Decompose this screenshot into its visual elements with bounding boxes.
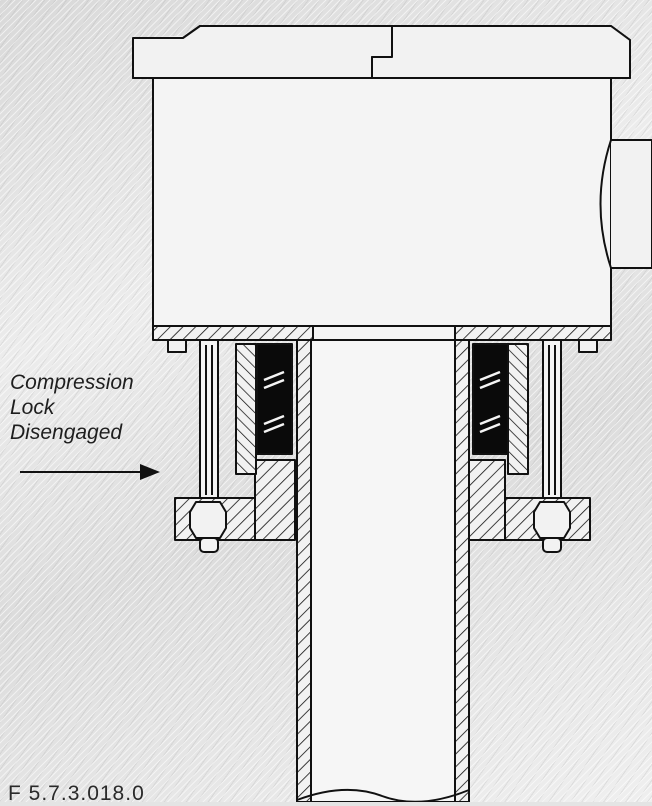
nut-left <box>189 501 227 539</box>
callout-line-3: Disengaged <box>10 421 123 444</box>
pipe-bore <box>310 339 456 802</box>
callout-line-2: Lock <box>10 396 55 419</box>
housing-body <box>152 77 612 327</box>
stud-right <box>542 339 562 501</box>
pipe-wall-right <box>454 339 470 802</box>
stud-left <box>199 339 219 501</box>
pipe-wall-left <box>296 339 312 802</box>
callout-line-1: Compression <box>10 371 134 394</box>
bolt-head-right <box>578 339 598 353</box>
flange-left <box>152 325 314 341</box>
nut-right <box>533 501 571 539</box>
side-port <box>611 139 652 269</box>
pipe-break-line <box>296 788 470 802</box>
callout-label: Compression Lock Disengaged <box>10 370 134 445</box>
figure-code: F 5.7.3.018.0 <box>8 782 145 805</box>
seal-stack-left <box>256 343 293 455</box>
gland-right <box>507 343 529 475</box>
flange-right <box>454 325 612 341</box>
seal-stack-right <box>472 343 509 455</box>
arrow-right-icon <box>20 464 160 480</box>
gland-left <box>235 343 257 475</box>
bolt-head-left <box>167 339 187 353</box>
